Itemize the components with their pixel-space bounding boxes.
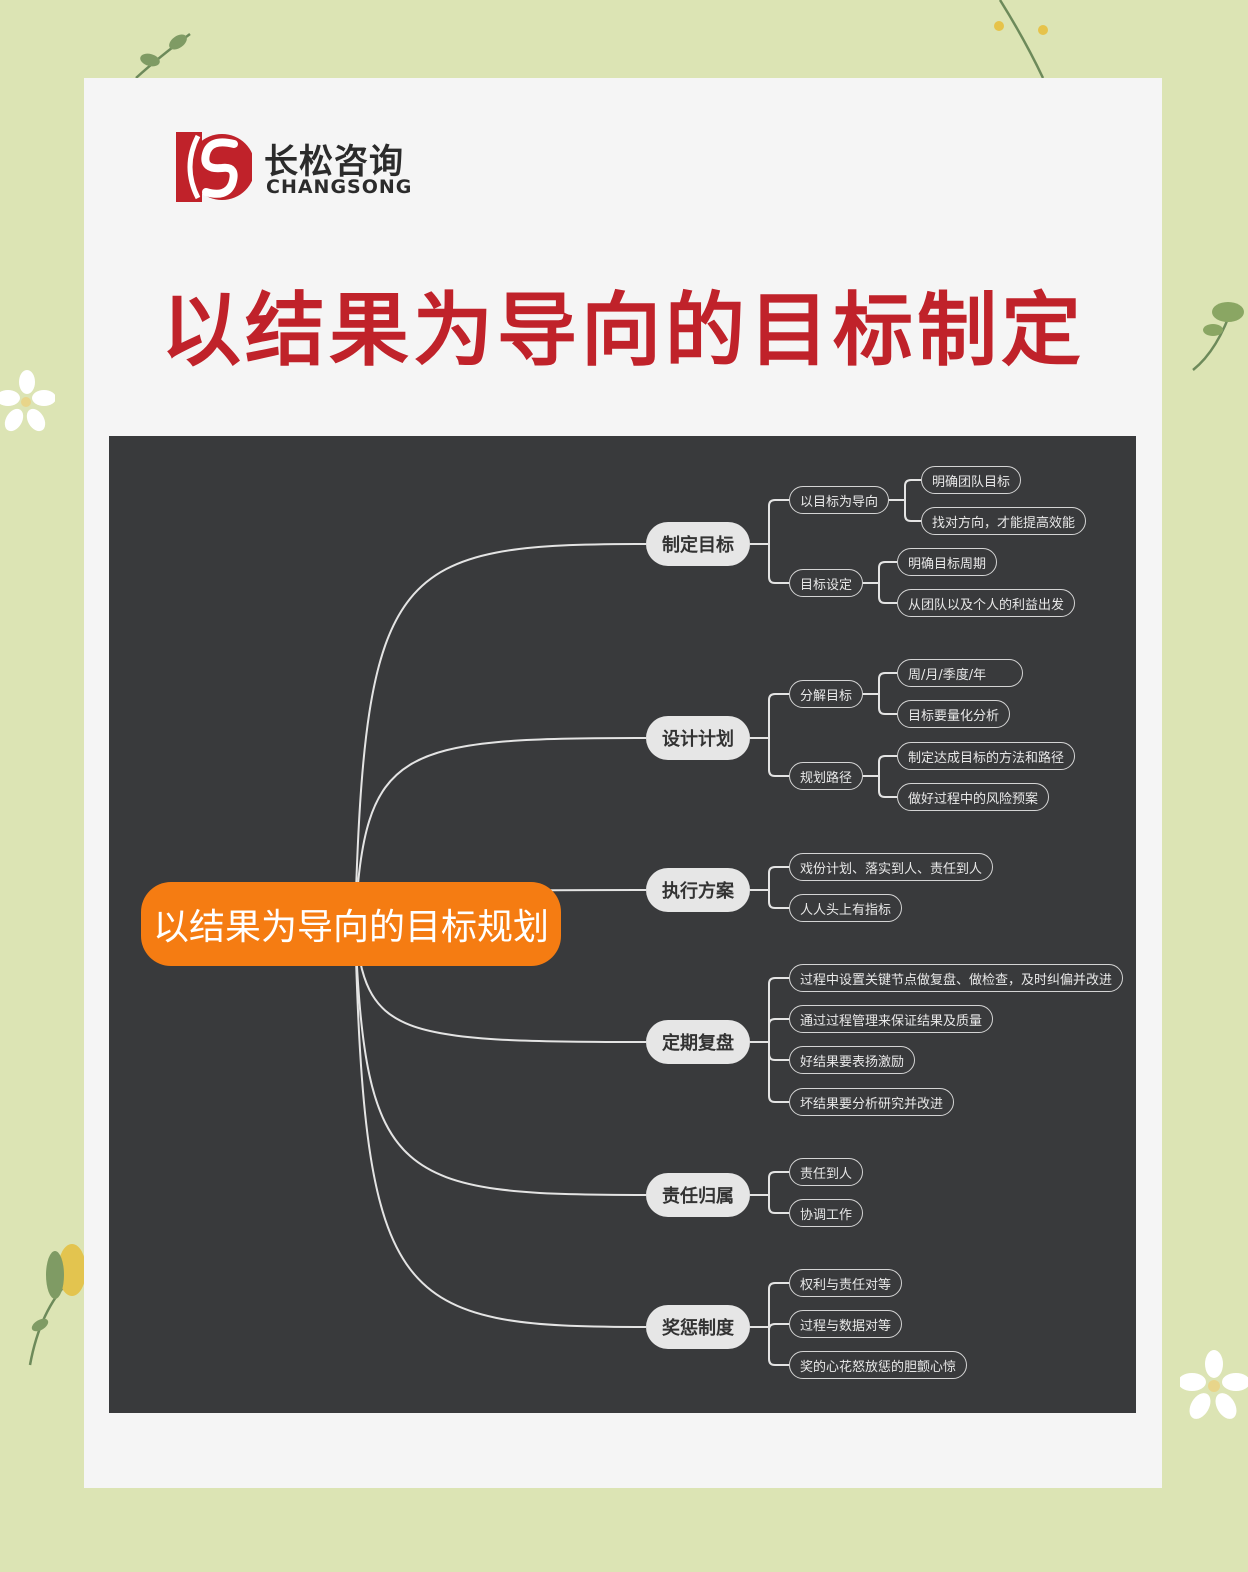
tulip-icon bbox=[28, 1244, 85, 1366]
connector-line bbox=[354, 737, 647, 925]
root-node: 以结果为导向的目标规划 bbox=[141, 882, 561, 966]
branch-node: 奖惩制度 bbox=[646, 1305, 750, 1349]
branch-sprig-icon bbox=[994, 0, 1048, 79]
branch-node: 责任归属 bbox=[646, 1173, 750, 1217]
poster-card: 长松咨询 CHANGSONG 以结果为导向的目标制定 以结果为导向的目标规划 制定… bbox=[84, 78, 1162, 1488]
connector-line bbox=[768, 738, 789, 777]
sub-topic-node: 奖的心花怒放惩的胆颤心惊 bbox=[789, 1351, 967, 1379]
detail-node: 找对方向，才能提高效能 bbox=[921, 507, 1086, 535]
connector-line bbox=[768, 866, 789, 890]
detail-node: 制定达成目标的方法和路径 bbox=[897, 742, 1075, 770]
brand-logo: 长松咨询 CHANGSONG bbox=[176, 130, 416, 208]
connector-line bbox=[768, 1042, 789, 1061]
brand-name-en: CHANGSONG bbox=[266, 176, 413, 198]
branch-node: 执行方案 bbox=[646, 868, 750, 912]
mind-map-connectors bbox=[354, 479, 921, 1366]
connector-line bbox=[878, 694, 897, 715]
connector-line bbox=[878, 561, 897, 583]
sub-topic-node: 通过过程管理来保证结果及质量 bbox=[789, 1005, 993, 1033]
connector-line bbox=[768, 1042, 789, 1103]
connector-line bbox=[878, 755, 897, 776]
sub-topic-node: 戏份计划、落实到人、责任到人 bbox=[789, 853, 993, 881]
leaf-sprig-icon bbox=[135, 33, 191, 79]
connector-line bbox=[768, 1171, 789, 1195]
connector-line bbox=[768, 1327, 789, 1366]
sub-topic-node: 目标设定 bbox=[789, 569, 863, 597]
connector-line bbox=[878, 583, 897, 604]
branch-node: 定期复盘 bbox=[646, 1020, 750, 1064]
sub-topic-node: 分解目标 bbox=[789, 680, 863, 708]
connector-line bbox=[354, 923, 647, 1196]
sub-topic-node: 坏结果要分析研究并改进 bbox=[789, 1088, 954, 1116]
detail-node: 目标要量化分析 bbox=[897, 700, 1010, 728]
connector-line bbox=[768, 1323, 789, 1331]
sub-topic-node: 责任到人 bbox=[789, 1158, 863, 1186]
connector-line bbox=[354, 543, 647, 925]
detail-node: 明确目标周期 bbox=[897, 548, 997, 576]
white-flower-icon bbox=[1180, 1350, 1248, 1419]
leaf-cluster-icon bbox=[1192, 302, 1244, 371]
connector-line bbox=[768, 1282, 789, 1327]
sub-topic-node: 好结果要表扬激励 bbox=[789, 1046, 915, 1074]
connector-line bbox=[904, 500, 921, 522]
sub-topic-node: 过程中设置关键节点做复盘、做检查，及时纠偏并改进 bbox=[789, 964, 1123, 992]
branch-node: 设计计划 bbox=[646, 716, 750, 760]
sub-topic-node: 人人头上有指标 bbox=[789, 894, 902, 922]
connector-line bbox=[878, 672, 897, 694]
mind-map: 以结果为导向的目标规划 制定目标 以目标为导向 明确团队目标找对方向，才能提高效能目标… bbox=[109, 436, 1136, 1413]
detail-node: 周/月/季度/年 bbox=[897, 659, 1023, 687]
connector-line bbox=[768, 1195, 789, 1214]
white-flower-icon bbox=[0, 370, 55, 432]
sub-topic-node: 过程与数据对等 bbox=[789, 1310, 902, 1338]
connector-line bbox=[904, 479, 921, 500]
sub-topic-node: 规划路径 bbox=[789, 762, 863, 790]
detail-node: 从团队以及个人的利益出发 bbox=[897, 589, 1075, 617]
connector-line bbox=[768, 544, 789, 584]
sub-topic-node: 协调工作 bbox=[789, 1199, 863, 1227]
brand-name-cn: 长松咨询 bbox=[264, 142, 404, 182]
sub-topic-node: 权利与责任对等 bbox=[789, 1269, 902, 1297]
connector-line bbox=[354, 923, 647, 1328]
branch-node: 制定目标 bbox=[646, 522, 750, 566]
connector-line bbox=[768, 890, 789, 909]
page-title: 以结果为导向的目标制定 bbox=[161, 284, 1085, 377]
connector-line bbox=[878, 776, 897, 798]
detail-node: 做好过程中的风险预案 bbox=[897, 783, 1049, 811]
detail-node: 明确团队目标 bbox=[921, 466, 1021, 494]
changsong-logo-icon bbox=[176, 132, 252, 202]
sub-topic-node: 以目标为导向 bbox=[789, 486, 889, 514]
connector-line bbox=[768, 1018, 789, 1042]
connector-line bbox=[768, 499, 789, 544]
connector-line bbox=[768, 693, 789, 738]
connector-line bbox=[768, 977, 789, 1042]
